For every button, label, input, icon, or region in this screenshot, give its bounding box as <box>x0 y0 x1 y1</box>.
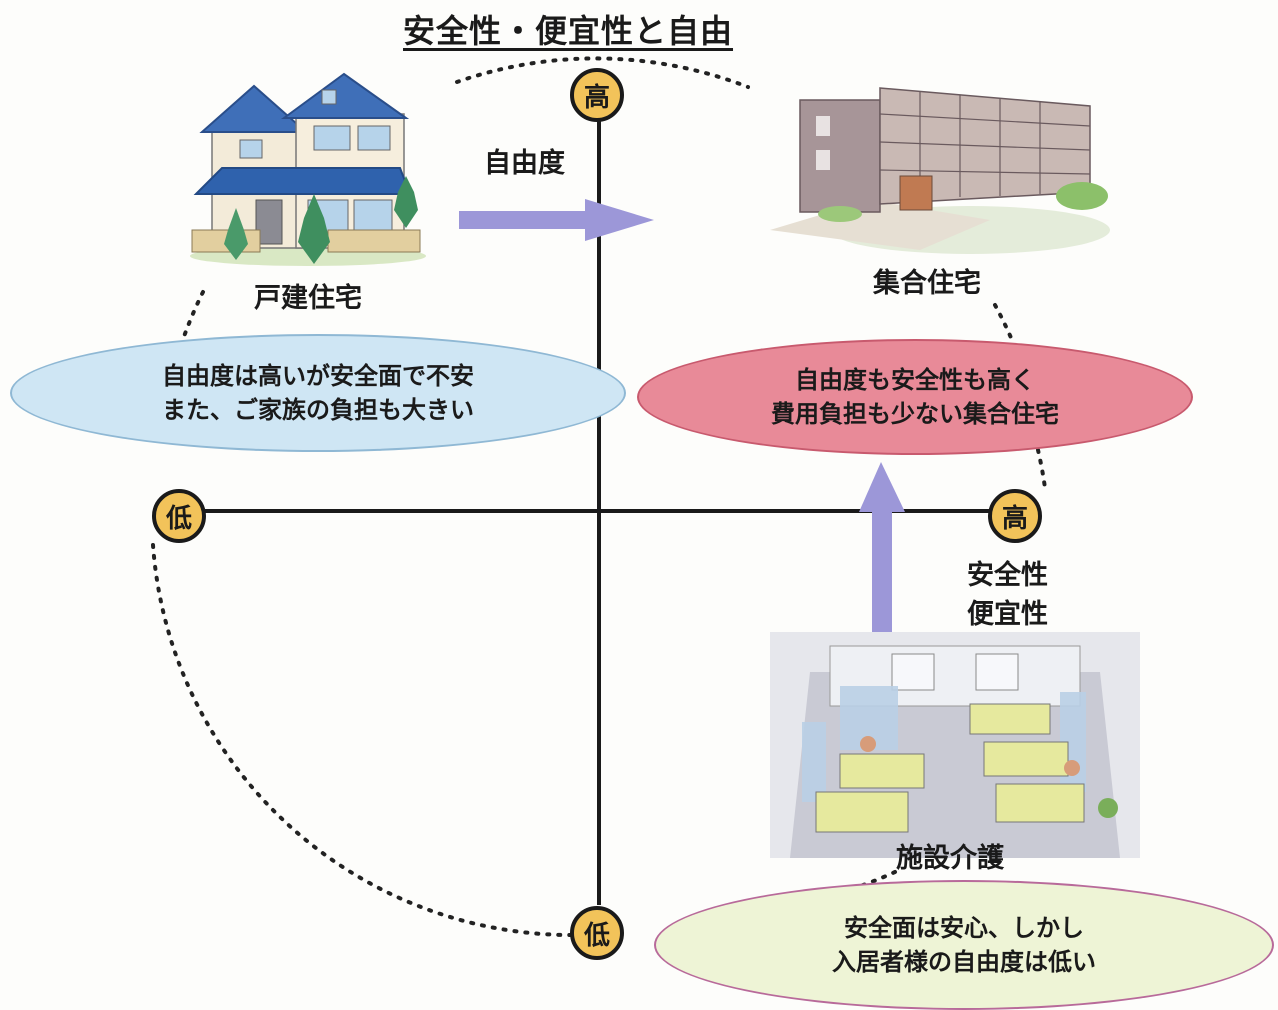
up-arrow-shaft <box>872 508 892 632</box>
freedom-axis-label: 自由度 <box>484 148 565 179</box>
detached-bubble: 自由度は高いが安全面で不安 また、ご家族の負担も大きい <box>10 334 626 452</box>
facility-bubble: 安全面は安心、しかし 入居者様の自由度は低い <box>654 880 1274 1010</box>
right-arrow-head <box>585 199 654 241</box>
apartment-bubble-line-1: 自由度も安全性も高く <box>795 366 1035 394</box>
apartment-bubble: 自由度も安全性も高く 費用負担も少ない集合住宅 <box>637 339 1193 455</box>
facility-label: 施設介護 <box>896 843 1004 874</box>
detached-house-label: 戸建住宅 <box>254 283 362 314</box>
facility-bubble-line-1: 安全面は安心、しかし <box>844 914 1084 942</box>
freedom-low-badge: 低 <box>570 906 624 960</box>
up-arrow-head <box>859 462 905 512</box>
safety-high-badge: 高 <box>988 489 1042 543</box>
apartment-bubble-line-2: 費用負担も少ない集合住宅 <box>771 400 1059 428</box>
facility-bubble-line-2: 入居者様の自由度は低い <box>832 948 1096 976</box>
apartment-label: 集合住宅 <box>873 268 981 299</box>
detached-house-image <box>190 72 426 266</box>
safety-axis-label-2: 便宜性 <box>967 599 1048 630</box>
detached-bubble-line-2: また、ご家族の負担も大きい <box>162 396 474 424</box>
freedom-high-badge: 高 <box>570 68 624 122</box>
detached-bubble-line-1: 自由度は高いが安全面で不安 <box>162 362 474 390</box>
right-arrow-shaft <box>459 211 589 229</box>
facility-image <box>770 632 1140 858</box>
diagram-title: 安全性・便宜性と自由 <box>403 12 734 50</box>
transition-arrows <box>459 199 905 632</box>
apartment-image <box>770 87 1110 254</box>
safety-low-badge: 低 <box>152 489 206 543</box>
safety-axis-label-1: 安全性 <box>967 560 1048 591</box>
